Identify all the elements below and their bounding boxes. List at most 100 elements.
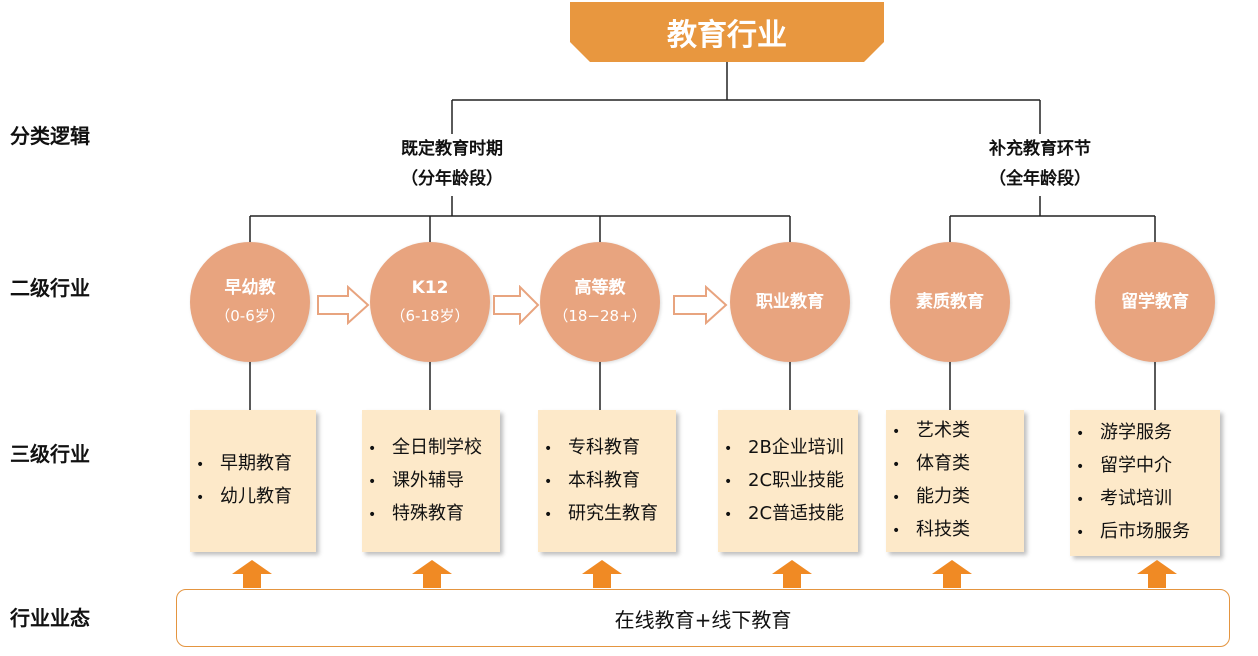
up-arrow-icon [932, 560, 972, 588]
row-label-business-form: 行业业态 [10, 606, 90, 630]
bullet-icon: • [544, 473, 553, 490]
list-item-text: 幼儿教育 [220, 486, 292, 507]
list-item-text: 留学中介 [1100, 455, 1172, 476]
circle-age-range: （6-18岁） [390, 307, 470, 325]
branch-label-line2: （分年龄段） [401, 169, 503, 189]
list-item: • 特殊教育 [368, 498, 482, 531]
circle-age-range: （0-6岁） [215, 307, 285, 325]
progression-arrow-icon [493, 285, 540, 325]
list-item-text: 全日制学校 [392, 436, 482, 458]
list-item-text: 早期教育 [220, 453, 292, 474]
list-item: • 艺术类 [892, 415, 970, 448]
list-item: • 2C职业技能 [724, 465, 844, 498]
list-item: • 游学服务 [1076, 417, 1190, 450]
title-banner: 教育行业 [570, 2, 884, 62]
bullet-icon: • [368, 473, 377, 490]
business-form-bar: 在线教育+线下教育 [176, 589, 1230, 647]
subcategory-box-k12: • 全日制学校 • 课外辅导 • 特殊教育 [362, 410, 500, 552]
bullet-icon: • [196, 457, 205, 473]
up-arrow-icon [412, 560, 452, 588]
bullet-icon: • [892, 424, 901, 440]
row-label-level3: 三级行业 [10, 442, 90, 466]
branch-label-line2: （全年龄段） [989, 169, 1091, 189]
circle-k12: K12 （6-18岁） [370, 242, 490, 362]
bullet-icon: • [1076, 525, 1085, 541]
list-item-text: 2B企业培训 [748, 436, 844, 458]
bullet-icon: • [196, 490, 205, 506]
list-item-text: 研究生教育 [568, 502, 658, 524]
circle-name: 职业教育 [756, 292, 824, 312]
bullet-icon: • [892, 523, 901, 539]
bullet-icon: • [1076, 492, 1085, 508]
circle-higher-education: 高等教 （18−28+） [540, 242, 660, 362]
up-arrow-icon [582, 560, 622, 588]
bullet-icon: • [544, 506, 553, 523]
subcategory-box-higher: • 专科教育 • 本科教育 • 研究生教育 [538, 410, 676, 552]
list-item-text: 考试培训 [1100, 488, 1172, 509]
list-item-text: 特殊教育 [392, 502, 464, 524]
row-label-level2: 二级行业 [10, 276, 90, 300]
circle-name: 素质教育 [916, 292, 984, 312]
list-item: • 能力类 [892, 481, 970, 514]
list-item-text: 专科教育 [568, 436, 640, 458]
bullet-icon: • [1076, 426, 1085, 442]
list-item: • 科技类 [892, 514, 970, 547]
list-item: • 体育类 [892, 448, 970, 481]
bullet-icon: • [724, 440, 733, 457]
title-text: 教育行业 [667, 18, 787, 53]
branch-fixed-period: 既定教育时期 （分年龄段） [332, 134, 572, 194]
branch-label-line1: 补充教育环节 [989, 139, 1091, 159]
circle-quality-education: 素质教育 [890, 242, 1010, 362]
list-item-text: 体育类 [916, 453, 970, 474]
circle-study-abroad: 留学教育 [1095, 242, 1215, 362]
subcategory-box-vocational: • 2B企业培训 • 2C职业技能 • 2C普适技能 [718, 410, 858, 552]
circle-age-range: （18−28+） [553, 307, 647, 325]
list-item: • 2B企业培训 [724, 432, 844, 465]
circle-name: 早幼教 [224, 278, 276, 298]
row-label-classification: 分类逻辑 [10, 124, 90, 148]
list-item-text: 能力类 [916, 486, 970, 507]
list-item-text: 本科教育 [568, 469, 640, 491]
list-item: • 留学中介 [1076, 450, 1190, 483]
list-item-text: 2C职业技能 [748, 469, 845, 491]
list-item-text: 科技类 [916, 519, 970, 540]
list-item: • 考试培训 [1076, 483, 1190, 516]
bullet-icon: • [368, 440, 377, 457]
list-item-text: 课外辅导 [392, 469, 464, 491]
bullet-icon: • [368, 506, 377, 523]
up-arrow-icon [232, 560, 272, 588]
up-arrow-icon [1137, 560, 1177, 588]
list-item-text: 游学服务 [1100, 422, 1172, 443]
list-item: • 幼儿教育 [196, 481, 292, 514]
branch-label-line1: 既定教育时期 [401, 139, 503, 159]
circle-name: 留学教育 [1121, 292, 1189, 312]
progression-arrow-icon [673, 285, 728, 325]
bullet-icon: • [892, 490, 901, 506]
circle-name: K12 [411, 278, 449, 298]
circle-name: 高等教 [574, 278, 626, 298]
progression-arrow-icon [317, 285, 370, 325]
bullet-icon: • [544, 440, 553, 457]
circle-early-education: 早幼教 （0-6岁） [190, 242, 310, 362]
list-item: • 2C普适技能 [724, 498, 844, 531]
list-item: • 研究生教育 [544, 498, 658, 531]
subcategory-box-early: • 早期教育 • 幼儿教育 [190, 410, 316, 552]
branch-supplementary: 补充教育环节 （全年龄段） [920, 134, 1160, 194]
list-item: • 专科教育 [544, 432, 658, 465]
list-item-text: 艺术类 [916, 420, 970, 441]
circle-vocational-education: 职业教育 [730, 242, 850, 362]
list-item: • 课外辅导 [368, 465, 482, 498]
business-form-text: 在线教育+线下教育 [614, 607, 792, 632]
bullet-icon: • [724, 473, 733, 490]
bullet-icon: • [724, 506, 733, 523]
banner-shape [570, 2, 884, 62]
bullet-icon: • [892, 457, 901, 473]
list-item: •后市场服务 [1076, 516, 1190, 549]
list-item-text: 2C普适技能 [748, 502, 845, 524]
bullet-icon: • [1076, 459, 1085, 475]
list-item: • 本科教育 [544, 465, 658, 498]
list-item: • 早期教育 [196, 448, 292, 481]
subcategory-box-quality: • 艺术类 • 体育类 • 能力类 • 科技类 [886, 410, 1024, 552]
subcategory-box-study-abroad: • 游学服务 • 留学中介 • 考试培训 •后市场服务 [1070, 410, 1220, 556]
